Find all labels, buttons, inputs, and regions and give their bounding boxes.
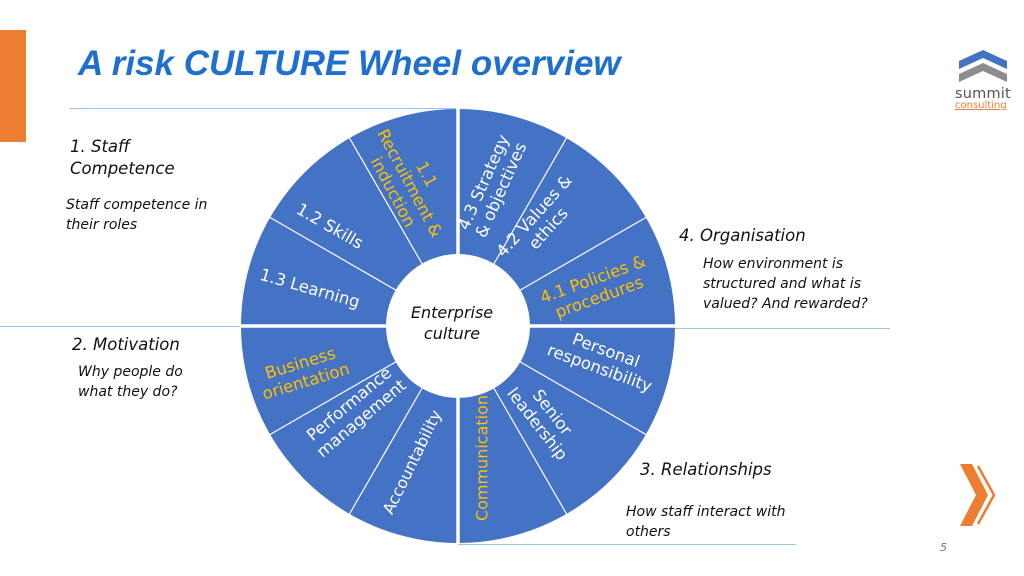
logo-name: summit (955, 86, 1011, 102)
divider-right (672, 328, 890, 329)
page-number: 5 (940, 541, 947, 554)
center-label-line1: Enterprise (411, 303, 493, 322)
wheel-divider (268, 216, 398, 292)
next-chevron-icon (960, 464, 996, 526)
wheel-divider (518, 216, 648, 292)
center-label-line2: culture (424, 324, 480, 343)
staff-competence-description: Staff competence in their roles (66, 197, 208, 233)
wheel-dividers (240, 108, 676, 544)
wheel-divider (492, 386, 568, 516)
summit-logo-icon (959, 50, 1007, 82)
divider-top (70, 108, 460, 109)
page-title: A risk CULTURE Wheel overview (78, 44, 621, 83)
organisation-description: How environment is structured and what i… (703, 256, 868, 312)
accent-bar (0, 30, 26, 142)
wheel-divider (348, 136, 424, 266)
wheel-divider (518, 360, 648, 436)
wheel-divider (492, 136, 568, 266)
center-hub (386, 254, 530, 398)
relationships-description: How staff interact with others (626, 504, 786, 540)
divider-left (0, 326, 245, 327)
wheel-divider (268, 360, 398, 436)
divider-bottom (458, 544, 796, 545)
wheel-segment-label: Communication (473, 395, 492, 521)
wheel-segment: Communication (473, 395, 492, 521)
logo-tagline: consulting (955, 100, 1007, 111)
relationships-heading: 3. Relationships (640, 460, 772, 479)
motivation-heading: 2. Motivation (72, 335, 180, 354)
organisation-heading: 4. Organisation (679, 226, 806, 245)
motivation-description: Why people do what they do? (78, 364, 183, 400)
wheel-divider (348, 386, 424, 516)
staff-competence-heading: 1. Staff Competence (70, 137, 175, 178)
